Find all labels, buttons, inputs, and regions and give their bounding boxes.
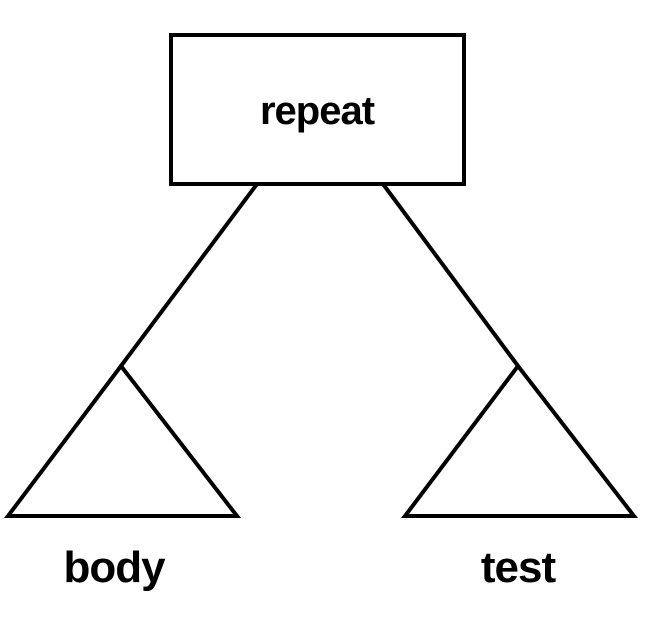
subtree-test: test [400, 362, 639, 592]
root-node-box [169, 33, 466, 186]
root-node-label: repeat [260, 89, 375, 133]
subtree-test-triangle [400, 362, 639, 518]
edge-root-to-test [381, 182, 520, 368]
root-node: repeat [169, 33, 466, 186]
edge-root-to-body [119, 182, 259, 368]
subtree-body: body [3, 362, 242, 592]
subtree-body-label: body [63, 543, 166, 592]
subtree-test-label: test [481, 543, 557, 592]
subtree-body-triangle [3, 362, 242, 518]
